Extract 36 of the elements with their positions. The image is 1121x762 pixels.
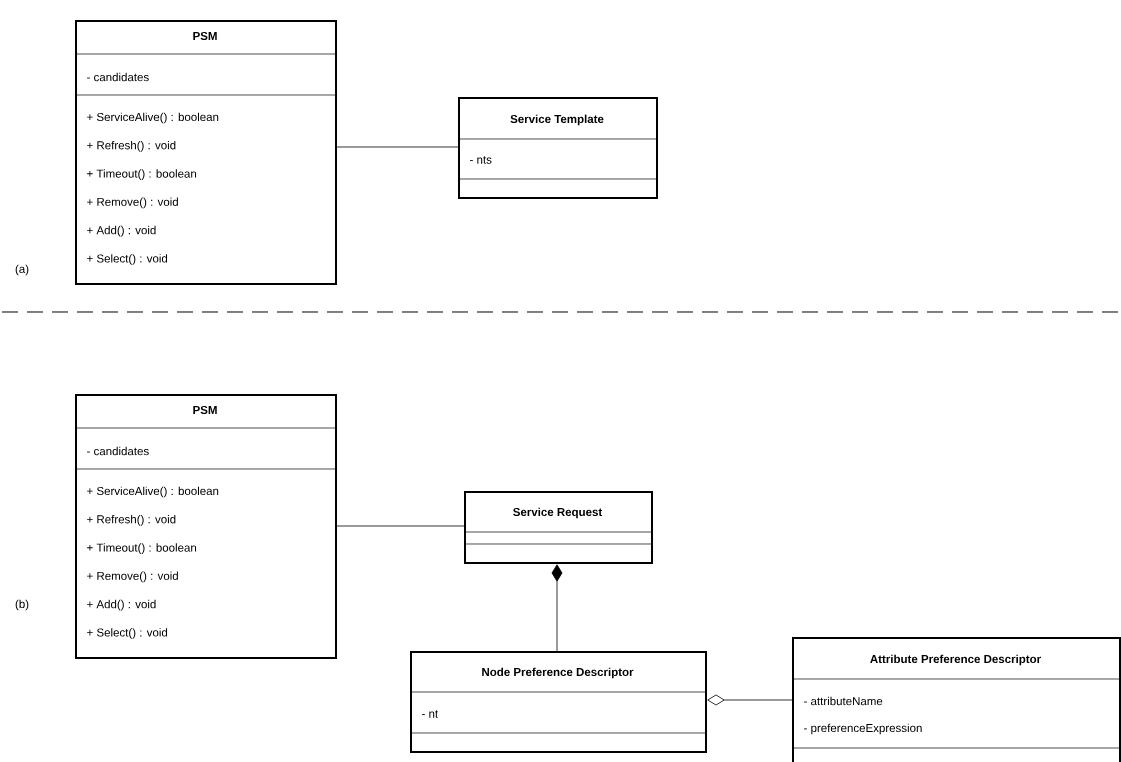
panel-label: (a) — [15, 264, 29, 276]
class-name: Attribute Preference Descriptor — [870, 654, 1041, 666]
member-text: + ServiceAlive() : boolean — [87, 486, 219, 498]
class-name: Node Preference Descriptor — [482, 667, 634, 679]
association-line — [336, 525, 465, 527]
member-text: - candidates — [87, 72, 149, 82]
composition-line — [551, 564, 563, 652]
member-text: + Timeout() : boolean — [87, 543, 197, 554]
member-text: + Select() : void — [87, 628, 168, 639]
member-text: + Add() : void — [87, 225, 156, 237]
class-name: PSM — [193, 405, 217, 415]
class-name: Service Template — [510, 114, 604, 126]
member-text: + Add() : void — [87, 599, 156, 611]
member-text: + Select() : void — [87, 254, 168, 265]
member-text: - candidates — [87, 446, 149, 456]
panel-label: (b) — [15, 599, 29, 611]
member-text: - preferenceExpression — [804, 723, 922, 735]
member-text: + Remove() : void — [87, 197, 178, 209]
member-text: + ServiceAlive() : boolean — [87, 112, 219, 124]
class-box — [457, 97, 658, 199]
association-line — [336, 146, 459, 148]
member-text: + Timeout() : boolean — [87, 169, 197, 180]
class-box — [74, 20, 337, 285]
aggregation-line — [707, 694, 793, 706]
class-box — [791, 637, 1121, 762]
member-text: - nts — [470, 156, 492, 164]
class-name: Service Request — [513, 507, 603, 519]
member-text: + Remove() : void — [87, 571, 178, 583]
class-name: PSM — [193, 31, 217, 41]
class-box — [463, 491, 653, 564]
member-text: - nt — [422, 710, 439, 718]
class-box — [409, 651, 707, 753]
class-box — [74, 394, 337, 659]
member-text: - attributeName — [804, 696, 883, 706]
member-text: + Refresh() : void — [87, 140, 176, 152]
member-text: + Refresh() : void — [87, 514, 176, 526]
